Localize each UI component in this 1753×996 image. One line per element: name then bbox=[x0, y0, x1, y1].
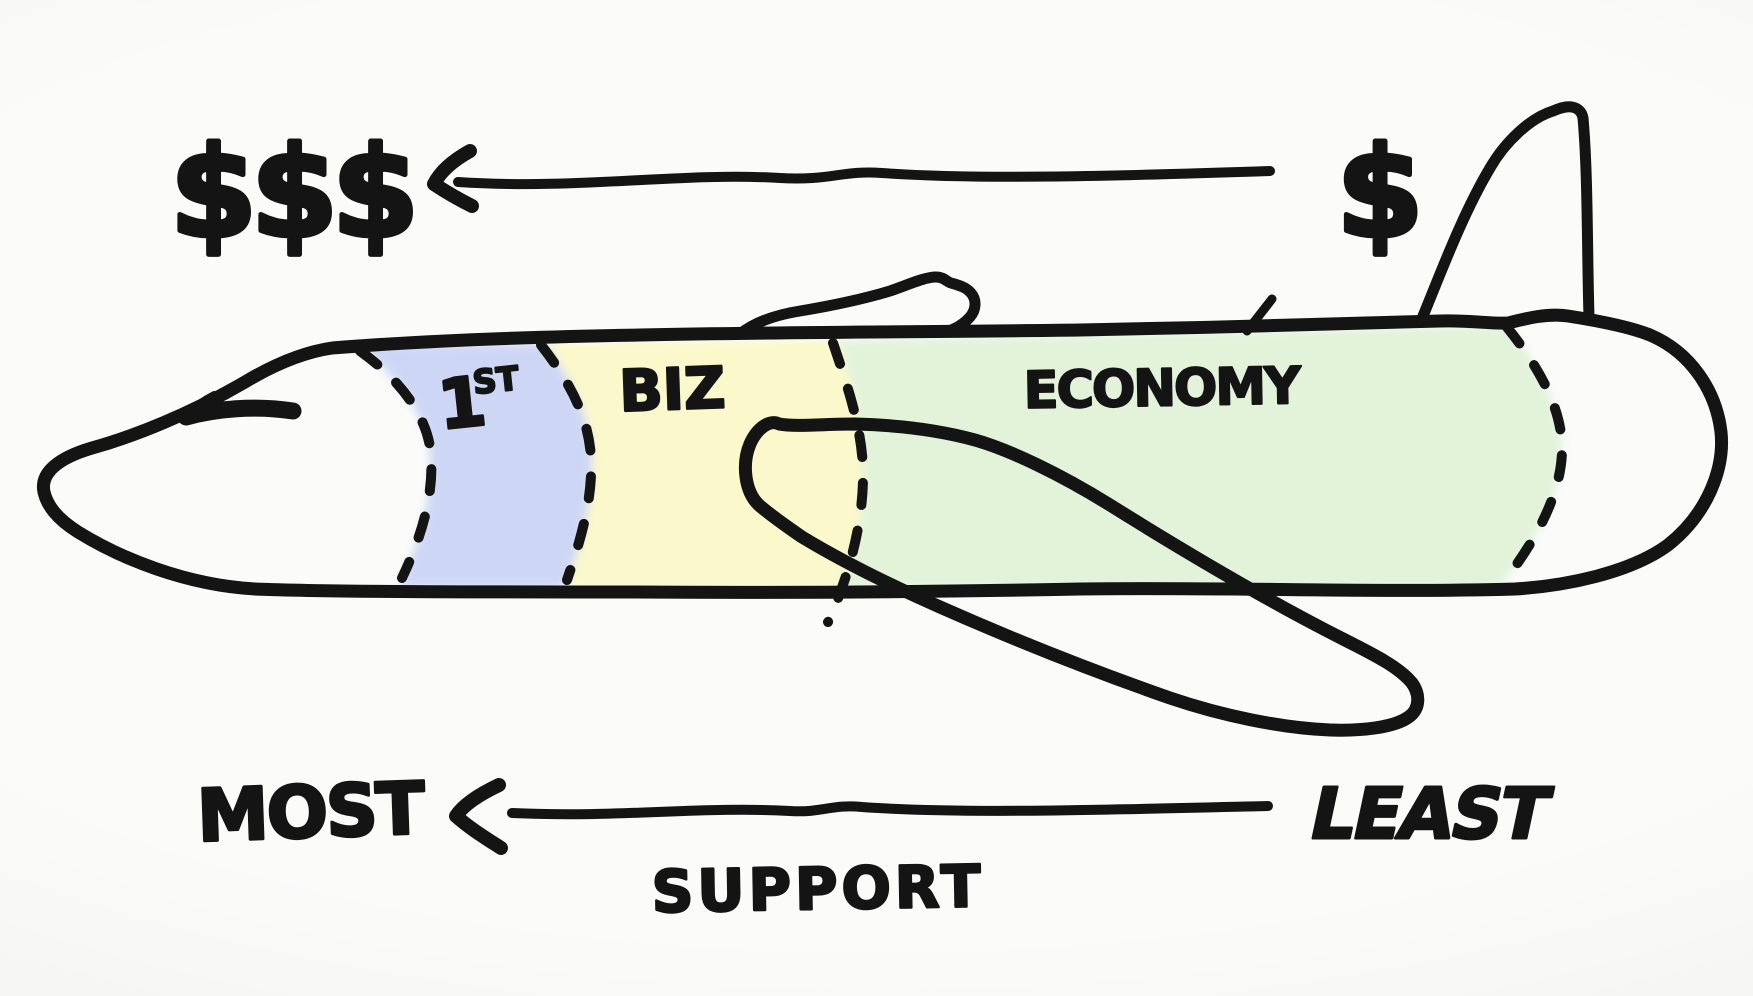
price-high-label: $$$ bbox=[170, 121, 413, 266]
support-high-label: MOST bbox=[196, 766, 427, 858]
support-arrow-line bbox=[507, 801, 1273, 820]
fuselage-outline bbox=[36, 308, 1729, 599]
tail-fin bbox=[1415, 101, 1595, 327]
price-low-label: $ bbox=[1337, 121, 1424, 266]
near-wing bbox=[738, 416, 1425, 737]
divider-dashed-first-biz bbox=[536, 340, 597, 585]
windshield-stroke bbox=[177, 399, 302, 426]
label-first-class: 1 bbox=[435, 362, 490, 446]
price-arrow-head bbox=[427, 144, 479, 213]
label-first-class-sup: ST bbox=[471, 358, 522, 402]
tail-stabilizer-tick bbox=[1242, 294, 1277, 336]
section-fill-first-class bbox=[357, 343, 593, 588]
support-caption: SUPPORT bbox=[651, 852, 985, 926]
cabin-labels: 1 ST BIZ ECONOMY bbox=[433, 354, 1304, 447]
cockpit-windshield bbox=[177, 391, 302, 426]
price-arrow-line bbox=[453, 166, 1275, 190]
price-axis: $$$ $ bbox=[168, 119, 1426, 269]
support-axis: MOST LEAST SUPPORT bbox=[194, 765, 1558, 928]
support-arrow-head bbox=[449, 778, 508, 855]
section-fill-economy-class bbox=[838, 325, 1563, 588]
divider-dashed-biz-economy bbox=[823, 338, 869, 627]
support-low-label: LEAST bbox=[1303, 773, 1557, 855]
divider-dashed-nose-first bbox=[355, 346, 437, 583]
divider-dashed-economy-rear bbox=[1500, 321, 1568, 585]
label-business-class: BIZ bbox=[618, 355, 726, 425]
far-wing bbox=[734, 271, 981, 340]
cabin-section-fills bbox=[357, 325, 1563, 588]
windshield-hook bbox=[181, 391, 217, 419]
label-economy-class: ECONOMY bbox=[1023, 357, 1302, 421]
